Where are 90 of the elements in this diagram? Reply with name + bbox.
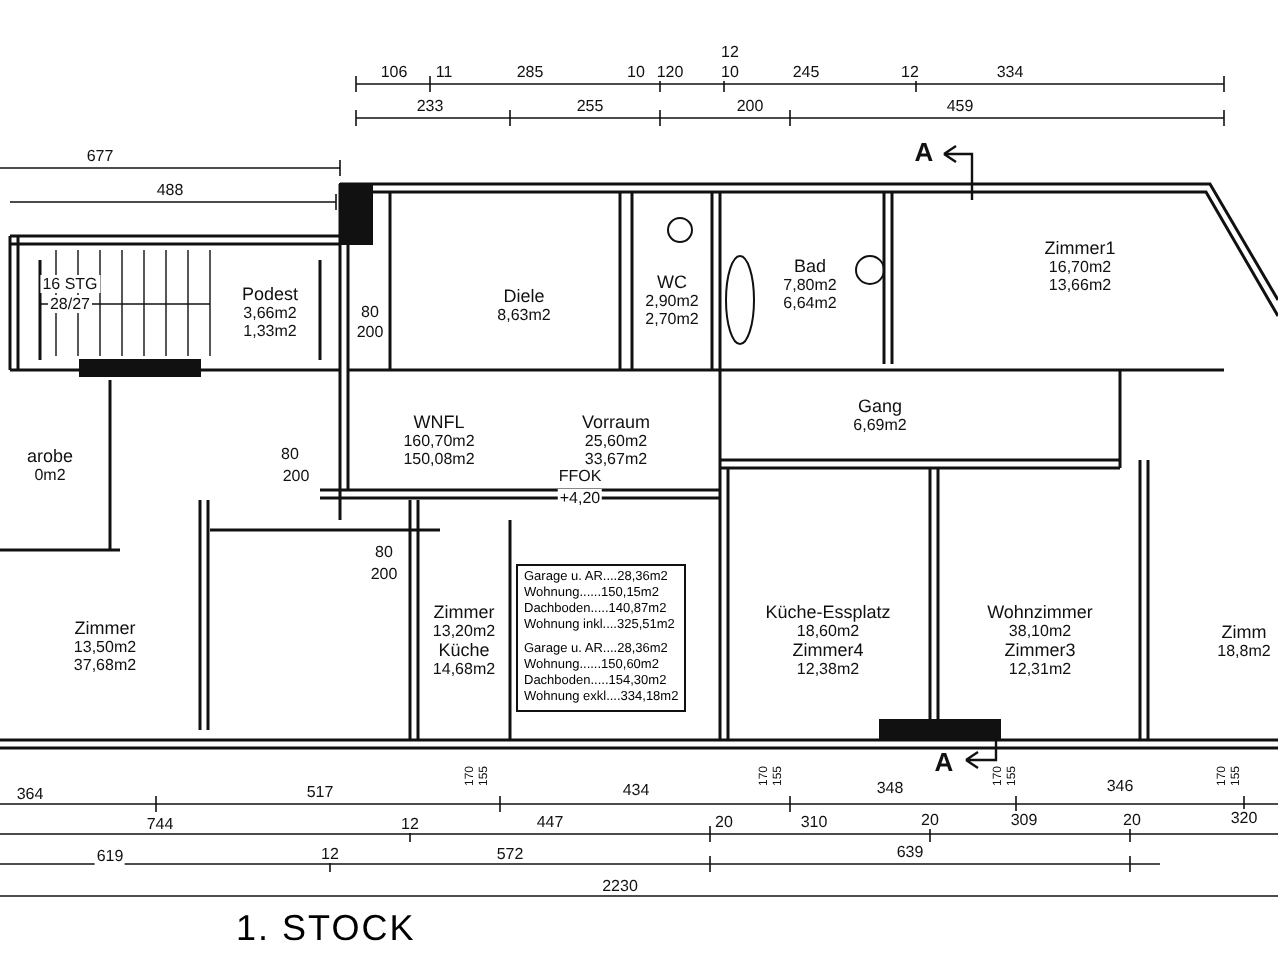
room-area: 18,8m2 xyxy=(1217,641,1271,659)
room-area: 16,70m2 xyxy=(1048,257,1112,275)
room-name: Zimmer1 xyxy=(1044,237,1116,257)
dimension-label: 320 xyxy=(1228,809,1260,827)
room-area: 14,68m2 xyxy=(432,660,496,678)
dimension-label: 488 xyxy=(154,181,186,199)
dimension-label: 120 xyxy=(654,63,686,81)
room-area: 3,66m2 xyxy=(243,303,297,321)
dimension-label: 639 xyxy=(894,843,926,861)
dimension-label: 20 xyxy=(1121,811,1143,829)
area-table xyxy=(516,564,687,712)
section-mark: A xyxy=(912,143,936,161)
room-area: 6,69m2 xyxy=(853,415,907,433)
dimension-label: 677 xyxy=(84,147,116,165)
dimension-label: 245 xyxy=(790,63,822,81)
dimension-label: 80 xyxy=(359,303,381,321)
dimension-label: 80 xyxy=(373,543,395,561)
room-area: 33,67m2 xyxy=(584,450,648,468)
dimension-label: +4,20 xyxy=(557,489,603,507)
room-area: 13,66m2 xyxy=(1048,275,1112,293)
section-mark: A xyxy=(932,753,956,771)
dimension-label: 309 xyxy=(1008,811,1040,829)
dimension-label: 572 xyxy=(494,845,526,863)
room-name: Küche xyxy=(438,640,490,660)
dimension-label: FFOK xyxy=(556,467,604,485)
room-area: 18,60m2 xyxy=(796,622,860,640)
dimension-label: 20 xyxy=(713,813,735,831)
room-name: Podest xyxy=(241,283,299,303)
dimension-label: 12 xyxy=(399,815,421,833)
dimension-label: 255 xyxy=(574,97,606,115)
room-name: WC xyxy=(657,272,687,292)
dimension-label: 12 xyxy=(719,43,741,61)
room-area: 8,63m2 xyxy=(497,305,551,323)
room-name: Zimmer xyxy=(433,602,495,622)
dimension-label: 28/27 xyxy=(47,295,93,313)
room-area: 2,70m2 xyxy=(645,310,699,328)
dimension-label: 285 xyxy=(514,63,546,81)
room-name: Zimm xyxy=(1221,621,1267,641)
room-name: Gang xyxy=(857,395,903,415)
room-area: 0m2 xyxy=(34,466,66,484)
dimension-label: 364 xyxy=(14,785,46,803)
dimension-label: 517 xyxy=(304,783,336,801)
room-area: 150,08m2 xyxy=(403,450,475,468)
dimension-label: 106 xyxy=(378,63,410,81)
dimension-label: 200 xyxy=(280,467,312,485)
room-area: 13,50m2 xyxy=(73,637,137,655)
dimension-label: 459 xyxy=(944,97,976,115)
room-area: 12,31m2 xyxy=(1008,660,1072,678)
dimension-label: 2230 xyxy=(600,877,640,895)
room-name: Vorraum xyxy=(581,412,650,432)
dimension-label: 11 xyxy=(433,63,455,81)
room-name: Diele xyxy=(503,285,545,305)
dimension-label: 334 xyxy=(994,63,1026,81)
room-name: Bad xyxy=(793,256,826,276)
room-area: 13,20m2 xyxy=(432,622,496,640)
room-area: 2,90m2 xyxy=(645,292,699,310)
dimension-label: 20 xyxy=(919,811,941,829)
dimension-label: 348 xyxy=(874,779,906,797)
dimension-label: 200 xyxy=(368,565,400,583)
dimension-label: 744 xyxy=(144,815,176,833)
room-area: 12,38m2 xyxy=(796,660,860,678)
room-area: 38,10m2 xyxy=(1008,622,1072,640)
room-name: arobe xyxy=(26,446,74,466)
dimension-label: 346 xyxy=(1104,777,1136,795)
dimension-label: 10 xyxy=(719,63,741,81)
room-name: Zimmer xyxy=(74,617,136,637)
dimension-label: 434 xyxy=(620,781,652,799)
dimension-label: 12 xyxy=(319,845,341,863)
dimension-label: 200 xyxy=(734,97,766,115)
room-name: Küche-Essplatz xyxy=(765,602,891,622)
dimension-label: 310 xyxy=(798,813,830,831)
dimension-label: 200 xyxy=(354,323,386,341)
dimension-label: 619 xyxy=(94,847,126,865)
room-area: 160,70m2 xyxy=(403,432,475,450)
room-area: 37,68m2 xyxy=(73,655,137,673)
room-name: Wohnzimmer xyxy=(987,602,1093,622)
room-name: Zimmer4 xyxy=(792,640,864,660)
dimension-label: 16 STG xyxy=(40,275,100,293)
room-name: Zimmer3 xyxy=(1004,640,1076,660)
room-area: 25,60m2 xyxy=(584,432,648,450)
dimension-label: 447 xyxy=(534,813,566,831)
room-name: WNFL xyxy=(413,412,465,432)
room-area: 7,80m2 xyxy=(783,276,837,294)
plan-title: 1. STOCK xyxy=(236,908,416,950)
room-area: 1,33m2 xyxy=(243,321,297,339)
dimension-label: 233 xyxy=(414,97,446,115)
dimension-label: 80 xyxy=(279,445,301,463)
dimension-label: 10 xyxy=(625,63,647,81)
dimension-label: 12 xyxy=(899,63,921,81)
room-area: 6,64m2 xyxy=(783,294,837,312)
